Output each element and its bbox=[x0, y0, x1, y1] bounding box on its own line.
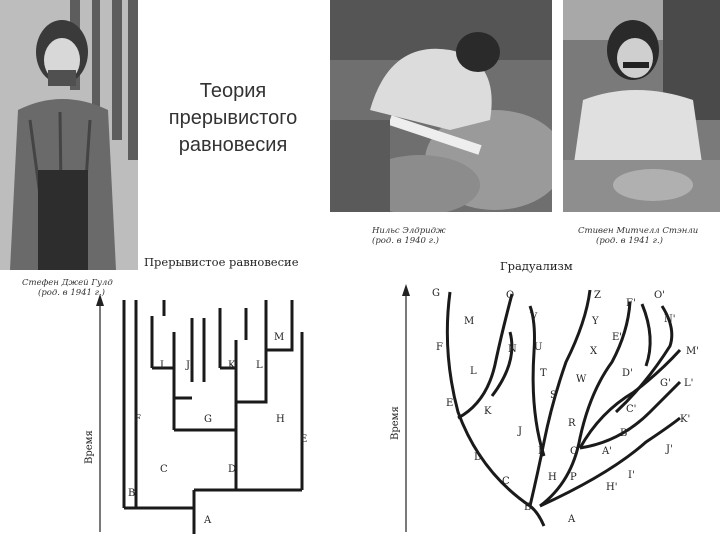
node-label-d: D bbox=[228, 464, 236, 475]
page-title: Теория прерывистого равновесия bbox=[148, 78, 318, 159]
node-label-j-prime: J' bbox=[665, 444, 673, 455]
photo-stanley bbox=[563, 0, 720, 212]
node-label-i: I bbox=[538, 446, 542, 457]
node-label-l: L bbox=[256, 360, 263, 371]
node-label-l: L bbox=[470, 366, 477, 377]
node-label-e: E bbox=[446, 398, 453, 409]
node-label-m-prime: M' bbox=[686, 346, 699, 357]
node-label-a-prime: A' bbox=[601, 446, 612, 457]
gradualism-tree bbox=[445, 289, 682, 527]
node-label-v: V bbox=[529, 312, 538, 323]
node-label-p: P bbox=[570, 472, 577, 483]
punctuated-equilibrium-diagram: Прерывистое равновесие Время A B C D E bbox=[84, 255, 307, 534]
gradualism-diagram-title: Градуализм bbox=[500, 259, 573, 273]
time-axis-label: Время bbox=[84, 430, 95, 464]
node-label-a: A bbox=[203, 515, 212, 526]
node-label-d-prime: D' bbox=[622, 368, 633, 379]
punctuated-diagram-title: Прерывистое равновесие bbox=[144, 255, 299, 269]
time-axis-label: Время bbox=[390, 406, 401, 440]
node-label-d: D bbox=[474, 452, 482, 463]
photo-eldredge bbox=[330, 0, 552, 212]
photo-eldredge-caption: Нильс Элдридж (род. в 1940 г.) bbox=[372, 226, 492, 246]
node-label-c: C bbox=[502, 476, 510, 487]
title-line-3: равновесия bbox=[178, 134, 288, 156]
photo-stanley-caption: Стивен Митчелл Стэнли (род. в 1941 г.) bbox=[578, 226, 718, 246]
node-label-i-prime: I' bbox=[628, 470, 635, 481]
punctuated-node-labels: A B C D E F G H I J K L M bbox=[128, 332, 307, 526]
node-label-b-prime: B' bbox=[620, 428, 630, 439]
caption-years: (род. в 1940 г.) bbox=[372, 236, 439, 246]
gradualism-node-labels: A B C D E F G H I J K L M N O P Q R S T … bbox=[432, 288, 699, 525]
node-label-h-prime: H' bbox=[606, 482, 617, 493]
node-label-g: G bbox=[432, 288, 440, 299]
node-label-k-prime: K' bbox=[680, 414, 690, 425]
node-label-u: U bbox=[534, 342, 542, 353]
node-label-e-prime: E' bbox=[612, 332, 622, 343]
node-label-h: H bbox=[276, 414, 285, 425]
node-label-q: Q bbox=[570, 446, 578, 457]
caption-name: Стефен Джей Гулд bbox=[22, 278, 113, 288]
node-label-y: Y bbox=[591, 316, 599, 327]
time-axis-arrow bbox=[402, 284, 410, 296]
node-label-x: X bbox=[590, 346, 598, 357]
node-label-m: M bbox=[464, 316, 474, 327]
node-label-s: S bbox=[550, 390, 557, 401]
node-label-c-prime: C' bbox=[626, 404, 636, 415]
gradualism-diagram: Градуализм Время A B C D E F G H I J K L… bbox=[390, 259, 699, 532]
node-label-j: J bbox=[185, 360, 190, 371]
node-label-f: F bbox=[134, 414, 141, 425]
title-line-1: Теория bbox=[199, 80, 267, 102]
photo-gould-caption: Стефен Джей Гулд (род. в 1941 г.) bbox=[22, 278, 132, 298]
node-label-j: J bbox=[517, 426, 522, 437]
node-label-t: T bbox=[540, 368, 547, 379]
node-label-z: Z bbox=[594, 290, 601, 301]
node-label-b: B bbox=[128, 488, 135, 499]
node-label-o: O bbox=[506, 290, 514, 301]
node-label-n: N bbox=[508, 344, 517, 355]
time-axis-arrow bbox=[96, 294, 104, 306]
node-label-n-prime: N' bbox=[664, 314, 676, 325]
caption-years: (род. в 1941 г.) bbox=[38, 288, 105, 298]
node-label-m: M bbox=[274, 332, 284, 343]
title-line-2: прерывистого bbox=[168, 107, 298, 129]
node-label-c: C bbox=[160, 464, 168, 475]
punctuated-tree bbox=[122, 300, 304, 534]
node-label-o-prime: O' bbox=[654, 290, 665, 301]
node-label-e: E bbox=[300, 434, 307, 445]
caption-name: Нильс Элдридж bbox=[372, 226, 446, 236]
node-label-l-prime: L' bbox=[684, 378, 693, 389]
node-label-b: B bbox=[524, 502, 531, 513]
node-label-w: W bbox=[576, 374, 587, 385]
photo-gould bbox=[0, 0, 138, 270]
caption-years: (род. в 1941 г.) bbox=[596, 236, 663, 246]
node-label-r: R bbox=[568, 418, 576, 429]
caption-name: Стивен Митчелл Стэнли bbox=[578, 226, 699, 236]
node-label-g-prime: G' bbox=[660, 378, 671, 389]
node-label-a: A bbox=[567, 514, 576, 525]
node-label-g: G bbox=[204, 414, 212, 425]
node-label-k: K bbox=[228, 360, 236, 371]
node-label-f: F bbox=[436, 342, 443, 353]
node-label-h: H bbox=[548, 472, 557, 483]
node-label-i: I bbox=[160, 360, 164, 371]
node-label-k: K bbox=[484, 406, 492, 417]
node-label-f-prime: F' bbox=[626, 298, 636, 309]
